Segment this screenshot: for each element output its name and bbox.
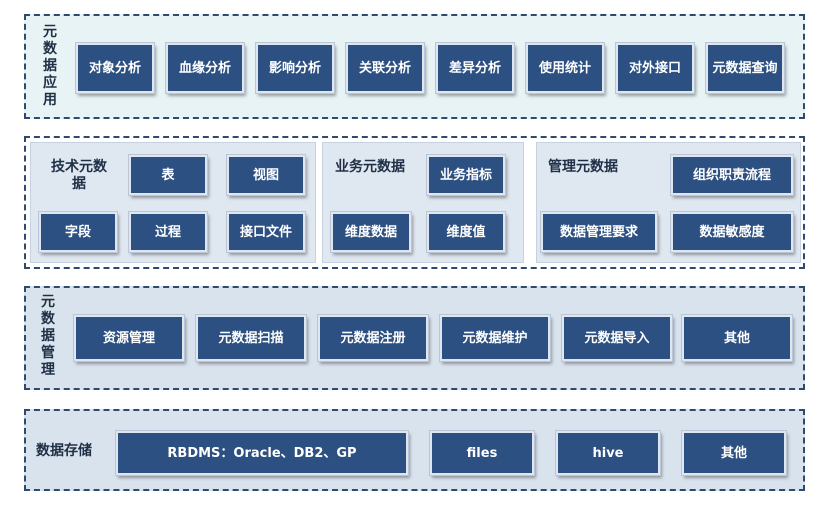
business-metadata-label: 业务元数据	[335, 159, 405, 175]
storage-other-box: 其他	[682, 431, 786, 475]
data-management-requirement-box: 数据管理要求	[541, 212, 657, 252]
field-box: 字段	[39, 212, 117, 252]
metadata-maintenance-box: 元数据维护	[440, 315, 550, 361]
difference-analysis-box: 差异分析	[436, 43, 514, 93]
data-storage-label: 数据存储	[36, 443, 92, 459]
metadata-import-box: 元数据导入	[562, 315, 672, 361]
metadata-scan-box: 元数据扫描	[196, 315, 306, 361]
impact-analysis-box: 影响分析	[256, 43, 334, 93]
dimension-data-box: 维度数据	[331, 212, 411, 252]
procedure-box: 过程	[129, 212, 207, 252]
interface-file-box: 接口文件	[227, 212, 305, 252]
files-box: files	[430, 431, 534, 475]
management-metadata-panel: 管理元数据 组织职责流程 数据管理要求 数据敏感度	[536, 142, 801, 263]
org-responsibility-process-box: 组织职责流程	[671, 155, 793, 195]
metadata-application-label: 元数据应用	[43, 24, 57, 108]
metadata-management-label: 元数据管理	[41, 294, 55, 378]
object-analysis-box: 对象分析	[76, 43, 154, 93]
data-storage-layer: 数据存储 RBDMS：Oracle、DB2、GP files hive 其他	[24, 409, 805, 491]
metadata-query-box: 元数据查询	[706, 43, 784, 93]
management-other-box: 其他	[682, 315, 792, 361]
external-interface-box: 对外接口	[616, 43, 694, 93]
business-indicator-box: 业务指标	[427, 155, 505, 195]
dimension-value-box: 维度值	[427, 212, 505, 252]
metadata-application-layer: 元数据应用 对象分析 血缘分析 影响分析 关联分析 差异分析 使用统计 对外接口…	[24, 14, 805, 119]
association-analysis-box: 关联分析	[346, 43, 424, 93]
resource-management-box: 资源管理	[74, 315, 184, 361]
usage-statistics-box: 使用统计	[526, 43, 604, 93]
business-metadata-panel: 业务元数据 业务指标 维度数据 维度值	[322, 142, 524, 263]
table-box: 表	[129, 155, 207, 195]
technical-metadata-label: 技术元数据	[51, 159, 107, 192]
metadata-registration-box: 元数据注册	[318, 315, 428, 361]
hive-box: hive	[556, 431, 660, 475]
technical-metadata-panel: 技术元数据 表 视图 字段 过程 接口文件	[30, 142, 316, 263]
management-metadata-label: 管理元数据	[548, 159, 618, 175]
lineage-analysis-box: 血缘分析	[166, 43, 244, 93]
metadata-management-layer: 元数据管理 资源管理 元数据扫描 元数据注册 元数据维护 元数据导入 其他	[24, 286, 805, 390]
rdbms-box: RBDMS：Oracle、DB2、GP	[116, 431, 408, 475]
metadata-types-layer: 技术元数据 表 视图 字段 过程 接口文件 业务元数据 业务指标 维度数据 维度…	[24, 136, 805, 269]
data-sensitivity-box: 数据敏感度	[671, 212, 793, 252]
view-box: 视图	[227, 155, 305, 195]
